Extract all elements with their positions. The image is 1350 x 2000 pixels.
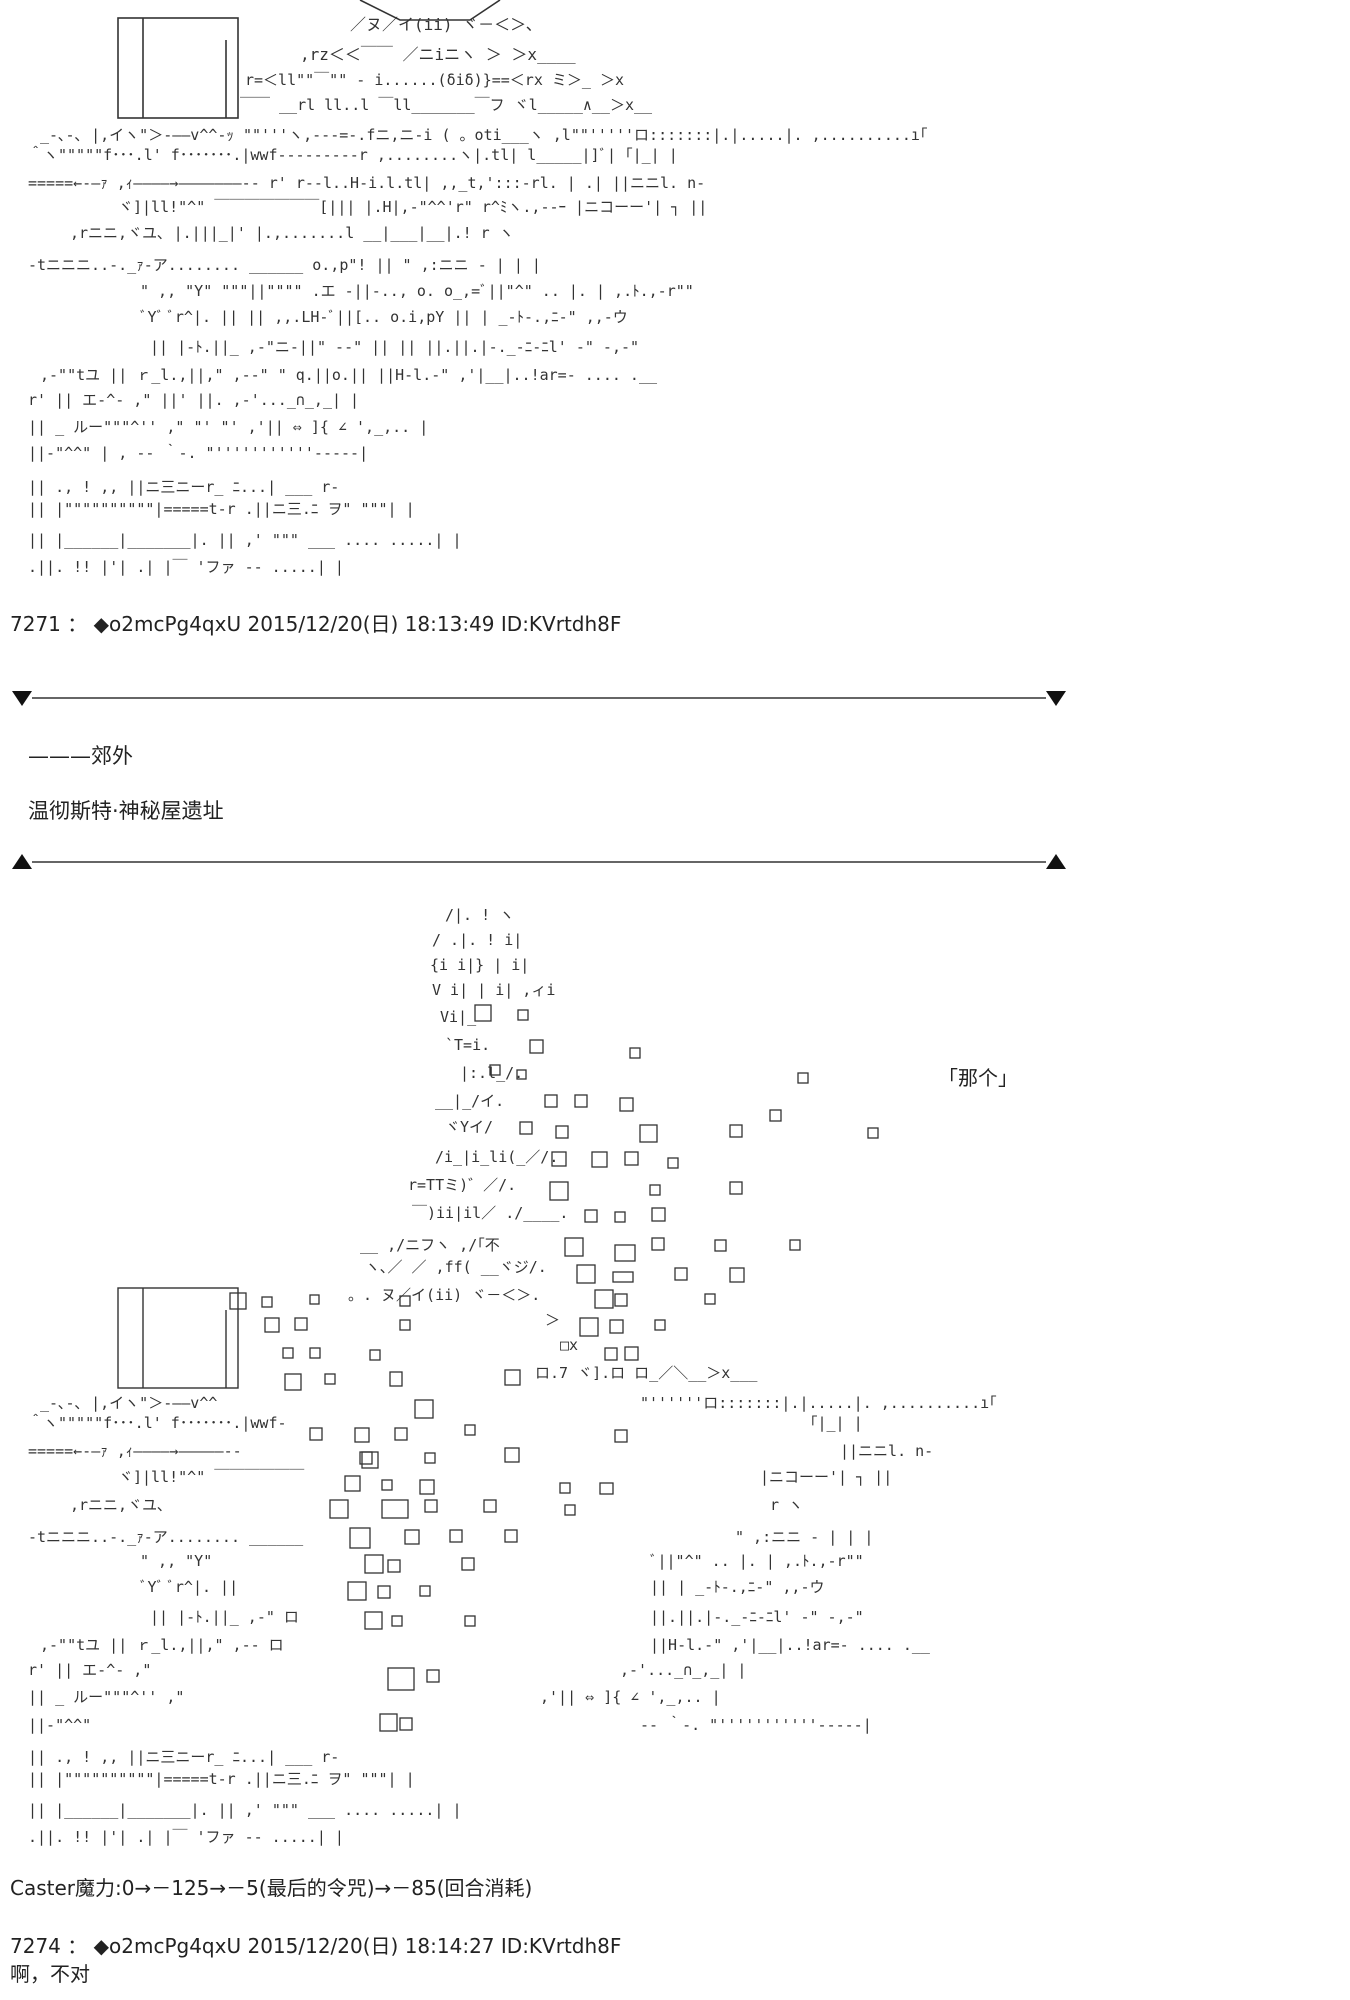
ascii-art-bottom: /|. ! ヽ / .|. ! i| {i i|} | i| V i| | i|… [0, 900, 1080, 1850]
svg-text:ロ.7 ヾ].ロ ロ_／＼__＞x___: ロ.7 ヾ].ロ ロ_／＼__＞x___ [535, 1364, 758, 1382]
svg-text:V i| | i| ,ィi: V i| | i| ,ィi [432, 981, 555, 999]
svg-text:|| _ ルー"""^'' ,": || _ ルー"""^'' ," "' "' ,'|| ⇔ ]{ ∠ ',_,.… [28, 418, 428, 436]
svg-text:ﾞYﾞ ﾞr^|. || || ,,.LH-ﾞ|: ﾞYﾞ ﾞr^|. || || ,,.LH-ﾞ||[.. o.i,pY || |… [140, 308, 628, 326]
svg-text:|| |-ﾄ.||_ ,-" ロ: || |-ﾄ.||_ ,-" ロ [150, 1608, 299, 1626]
svg-text:＾ヽ"""""f･･･.l' f･･･････.|wwf-: ＾ヽ"""""f･･･.l' f･･･････.|wwf- [28, 1413, 287, 1432]
ascii-art-top: ／ヌ／イ(ii) ヾ－＜＞､ ,rz＜＜￣￣ ／ニiニヽ ＞ ＞x____ r=… [0, 0, 1080, 580]
svg-text:,-'..._∩_,_| |: ,-'..._∩_,_| | [620, 1661, 746, 1679]
svg-text:|| ., !: || ., ! ,, ||ニ三ニーr_ ﾆ...| ___ r- [28, 1748, 339, 1766]
svg-text:ヾYイ/: ヾYイ/ [445, 1118, 493, 1136]
svg-text:__ ,/ニフヽ ,/｢不: __ ,/ニフヽ ,/｢不 [360, 1236, 500, 1254]
post-header-7274: 7274 ： ◆o2mcPg4qxU 2015/12/20(日) 18:14:2… [10, 1930, 621, 1959]
svg-text:`T=i.: `T=i. [445, 1036, 490, 1054]
svg-text:_-､-､ |,イヽ"＞-――v^^-ｯ ""'''ヽ,--: _-､-､ |,イヽ"＞-――v^^-ｯ ""'''ヽ,---=-.fニ,ニ-i… [40, 126, 927, 144]
post-author: ◆o2mcPg4qxU [93, 612, 242, 636]
caster-mana-status: Caster魔力:0→－125→－5(最后的令咒)→－85(回合消耗) [10, 1876, 533, 1900]
svg-text:r=＜ll""￣"" - i......(δiδ)}==＜r: r=＜ll""￣"" - i......(δiδ)}==＜rx ミ＞_ ＞x [245, 71, 624, 89]
svg-text:|:.l_/.: |:.l_/. [460, 1064, 523, 1082]
svg-text:ﾞ||"^" .. |. | ,.ﾄ.,-r"": ﾞ||"^" .. |. | ,.ﾄ.,-r"" [650, 1552, 864, 1570]
svg-text:-- ｀-. "'''''''''''-----|: -- ｀-. "'''''''''''-----| [640, 1715, 872, 1734]
svg-text:||H-l.-" ,'|__|..!ar=- .... .: ||H-l.-" ,'|__|..!ar=- .... .__ [650, 1636, 931, 1654]
svg-text:,rニニ,ヾユ､: ,rニニ,ヾユ､ [70, 1496, 165, 1514]
svg-text:ヾ]|ll!"^" ￣￣￣￣￣￣: ヾ]|ll!"^" ￣￣￣￣￣￣ [118, 1468, 304, 1486]
svg-text:|| |""""""""""|===: || |""""""""""|=====t-r .||ニ三.ﾆ ヲ" """| … [28, 500, 415, 518]
speech-bubble-text: 「那个」 [938, 1066, 1018, 1090]
svg-text:□x: □x [560, 1336, 578, 1354]
post-id: ID:KVrtdh8F [500, 612, 622, 636]
svg-text:,-""tユ || ｒ_l.,||,": ,-""tユ || ｒ_l.,||," ,-- ロ [40, 1636, 284, 1654]
post-separator: ： [67, 1934, 88, 1958]
post-header-7271: 7271 ： ◆o2mcPg4qxU 2015/12/20(日) 18:13:4… [10, 608, 621, 637]
scene-divider-bottom [12, 852, 1066, 872]
svg-text:.||. !! |'| .| |￣: .||. !! |'| .| |￣ 'ファ -- .....| | [28, 1828, 344, 1846]
svg-text:" ,, "Y": " ,, "Y" [140, 1552, 212, 1570]
svg-text:|| _ ルー"""^'' ,": || _ ルー"""^'' ," [28, 1688, 184, 1706]
svg-text:"''''''ロ:::::::|.|.....|. ,...: "''''''ロ:::::::|.|.....|. ,..........ı｢ [640, 1394, 997, 1412]
svg-text:|| |-ﾄ.||_ ,-"ニ-||" --": || |-ﾄ.||_ ,-"ニ-||" --" || || ||.||.|-._… [150, 338, 639, 356]
svg-text:/i_|i_li(_／/.: /i_|i_li(_／/. [435, 1148, 558, 1166]
svg-text:__|_/イ.: __|_/イ. [435, 1092, 504, 1110]
svg-text:／ヌ／イ(ii) ヾ－＜＞､: ／ヌ／イ(ii) ヾ－＜＞､ [350, 15, 534, 34]
svg-text:ﾞYﾞ ﾞr^|. ||: ﾞYﾞ ﾞr^|. || [140, 1578, 238, 1596]
svg-text:|ニコーー'| ┐ ||: |ニコーー'| ┐ || [760, 1468, 892, 1486]
svg-text:Vi|_: Vi|_ [440, 1008, 477, 1026]
svg-text:/ .|. ! i|: / .|. ! i| [432, 931, 522, 949]
svg-text:ヾ]|ll!"^" ￣￣￣￣￣￣￣[||| |.H|,-": ヾ]|ll!"^" ￣￣￣￣￣￣￣[||| |.H|,-"^^'r" r^ﾐヽ.… [118, 198, 707, 216]
post-body-text: 啊，不对 [10, 1962, 90, 1986]
scene-divider-top [12, 688, 1066, 708]
svg-text:/|. ! ヽ: /|. ! ヽ [445, 906, 514, 924]
svg-text:￣￣ __rl ll..l ￣ll_______￣: ￣￣ __rl ll..l ￣ll_______￣フ ヾl_____∧__＞x_… [240, 96, 653, 114]
post-date: 2015/12/20(日) 18:13:49 [247, 612, 495, 636]
post-date: 2015/12/20(日) 18:14:27 [247, 1934, 495, 1958]
svg-text:|| |______|_______: || |______|_______|. || ,' """ ___ .... … [28, 1801, 461, 1819]
svg-text:,-""tユ || ｒ_l.,||,": ,-""tユ || ｒ_l.,||," ,--" " q.||o.|| ||H-… [40, 366, 658, 384]
svg-text:ヽ､／ ／ ,ff( __ヾジ/.: ヽ､／ ／ ,ff( __ヾジ/. [365, 1258, 547, 1276]
svg-text:。. ヌ／イ(ii) ヾ－＜＞.: 。. ヌ／イ(ii) ヾ－＜＞. [348, 1286, 540, 1304]
scene-location-heading: ———郊外 [28, 744, 133, 768]
svg-text:{i i|} | i|: {i i|} | i| [430, 956, 529, 974]
svg-text:=====←-―ｧ ,ｨ――――→―――――――-- r': =====←-―ｧ ,ｨ――――→―――――――-- r' r--l..H-i.… [28, 174, 705, 192]
svg-text:|| ., !: || ., ! ,, ||ニ三ニーr_ ﾆ...| ___ r- [28, 478, 339, 496]
svg-text:|| |______|_______: || |______|_______|. || ,' """ ___ .... … [28, 531, 461, 549]
svg-text:||-"^^": ||-"^^" | , -- ｀-. "'''''''''''-----| [28, 443, 368, 462]
post-id: ID:KVrtdh8F [500, 1934, 622, 1958]
svg-text:r' || エ-^- ,": r' || エ-^- ," ||' ||. ,-'..._∩_,_| | [28, 391, 359, 409]
scene-location-name: 温彻斯特·神秘屋遗址 [28, 799, 224, 823]
svg-text:｢|_| |: ｢|_| | [810, 1414, 863, 1432]
svg-text:|| |""""""""""|===: || |""""""""""|=====t-r .||ニ三.ﾆ ヲ" """| … [28, 1770, 415, 1788]
svg-text:" ,:ニニ - | | |: " ,:ニニ - | | | [735, 1528, 873, 1546]
post-separator: ： [67, 612, 88, 636]
svg-text:r=TTミ)゛／/.: r=TTミ)゛／/. [408, 1176, 516, 1194]
svg-text:,rニニ,ヾユ､ |.||: ,rニニ,ヾユ､ |.|||_|' |.,.......l __|___|__|… [70, 224, 514, 242]
svg-text:r' || エ-^- ,": r' || エ-^- ," [28, 1661, 151, 1679]
svg-text:-tニニニ..-._ｧ-ア........ ______: -tニニニ..-._ｧ-ア........ ______ o.,p"! || "… [28, 256, 541, 274]
svg-text:,rz＜＜￣￣ ／ニiニヽ ＞ ＞x____: ,rz＜＜￣￣ ／ニiニヽ ＞ ＞x____ [300, 45, 576, 64]
svg-text:||.||.|-._-ﾆ-ﾆl' -" -,-": ||.||.|-._-ﾆ-ﾆl' -" -,-" [650, 1608, 864, 1626]
svg-text:,'|| ⇔ ]{ ∠ ',_,..: ,'|| ⇔ ]{ ∠ ',_,.. | [540, 1688, 721, 1706]
svg-text:=====←-―ｧ ,ｨ――――→―――――--: =====←-―ｧ ,ｨ――――→―――――-- [28, 1442, 242, 1460]
post-number: 7274 [10, 1934, 61, 1958]
svg-text:_-､-､ |,イヽ"＞-――v^^: _-､-､ |,イヽ"＞-――v^^ [40, 1394, 217, 1412]
svg-text:r ヽ: r ヽ [770, 1496, 803, 1514]
svg-text:" ,, "Y" """||"""" .エ -|: " ,, "Y" """||"""" .エ -||-.., o. o_,=ﾞ||… [140, 282, 694, 300]
svg-text:||-"^^": ||-"^^" [28, 1716, 91, 1734]
svg-text:|| | _-ﾄ-.,ﾆ-" ,,-ウ: || | _-ﾄ-.,ﾆ-" ,,-ウ [650, 1578, 825, 1596]
svg-text:￣)ii|il／ ./____.: ￣)ii|il／ ./____. [412, 1204, 568, 1222]
svg-text:＞: ＞ [545, 1311, 560, 1329]
svg-text:-tニニニ..-._ｧ-ア........ ______: -tニニニ..-._ｧ-ア........ ______ [28, 1528, 304, 1546]
svg-text:.||. !! |'| .| |￣: .||. !! |'| .| |￣ 'ファ -- .....| | [28, 558, 344, 576]
svg-text:||ニニl. n-: ||ニニl. n- [840, 1442, 933, 1460]
post-number: 7271 [10, 612, 61, 636]
svg-text:＾ヽ"""""f･･･.l' f･･･････.|wwf-: ＾ヽ"""""f･･･.l' f･･･････.|wwf---------r ,… [28, 145, 678, 164]
post-author: ◆o2mcPg4qxU [93, 1934, 242, 1958]
